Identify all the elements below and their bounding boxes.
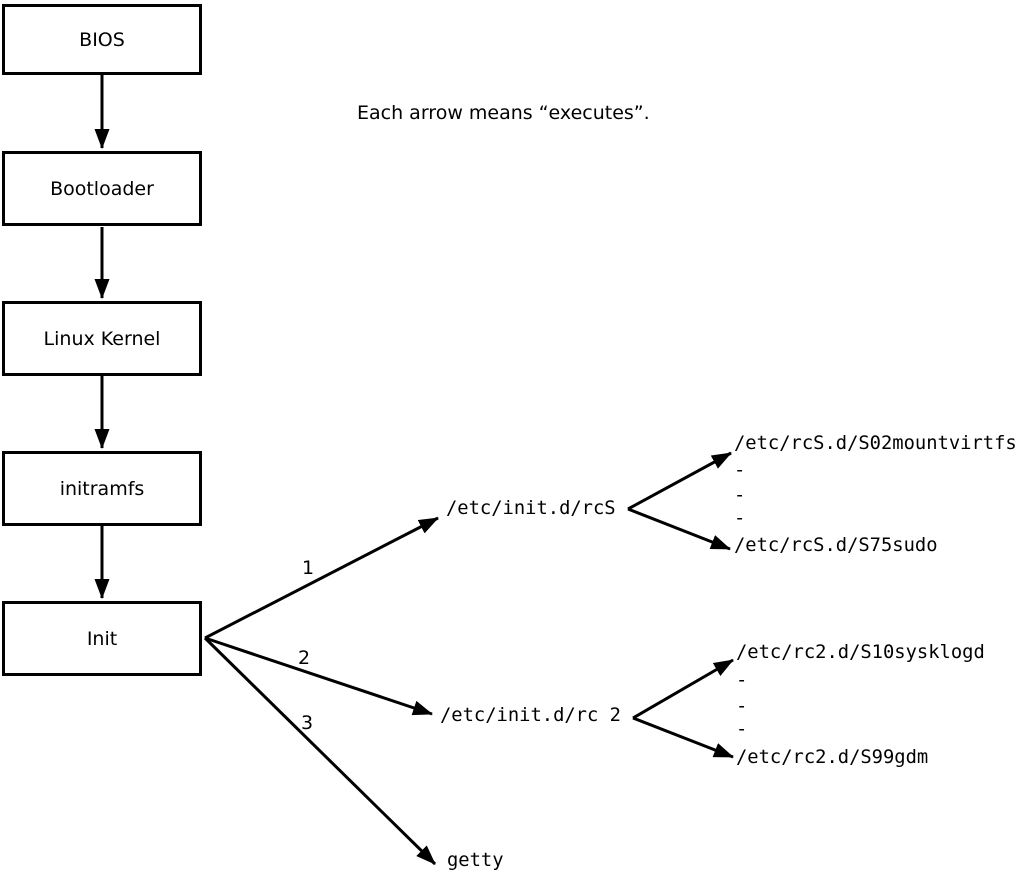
arrow-rcS-to-s75sudo bbox=[627, 507, 731, 551]
node-bootloader: Bootloader bbox=[2, 151, 202, 226]
rc2-ellipsis-dash: - bbox=[736, 719, 748, 740]
arrow-init-to-rc2 bbox=[204, 636, 433, 716]
node-initramfs: initramfs bbox=[2, 451, 202, 526]
branch-2-number: 2 bbox=[298, 647, 311, 669]
node-rc2-last-script: /etc/rc2.d/S99gdm bbox=[736, 747, 929, 768]
node-bootloader-label: Bootloader bbox=[50, 177, 154, 200]
rcS-ellipsis-dash: - bbox=[734, 460, 746, 481]
arrow-rcS-to-s02mountvirtfs bbox=[627, 451, 732, 511]
node-rcS: /etc/init.d/rcS bbox=[446, 498, 616, 519]
rc2-ellipsis-dash: - bbox=[736, 670, 748, 691]
node-initramfs-label: initramfs bbox=[59, 477, 145, 500]
node-linux-kernel: Linux Kernel bbox=[2, 301, 202, 376]
node-init: Init bbox=[2, 601, 202, 676]
rcS-ellipsis-dash: - bbox=[734, 485, 746, 506]
rcS-ellipsis-dash: - bbox=[734, 508, 746, 529]
arrow-rc2-to-s99gdm bbox=[632, 716, 734, 759]
arrow-rc2-to-s10sysklogd bbox=[632, 658, 734, 720]
node-rc2: /etc/init.d/rc 2 bbox=[440, 705, 621, 726]
branch-1-number: 1 bbox=[302, 557, 315, 579]
node-rc2-first-script: /etc/rc2.d/S10sysklogd bbox=[736, 642, 985, 663]
node-rcS-first-script: /etc/rcS.d/S02mountvirtfs bbox=[734, 433, 1017, 454]
rc2-ellipsis-dash: - bbox=[736, 696, 748, 717]
node-rcS-last-script: /etc/rcS.d/S75sudo bbox=[734, 535, 938, 556]
node-init-label: Init bbox=[86, 627, 118, 650]
arrow-init-to-getty bbox=[203, 636, 437, 866]
node-linux-kernel-label: Linux Kernel bbox=[43, 327, 161, 350]
diagram-caption: Each arrow means “executes”. bbox=[357, 102, 650, 124]
branch-3-number: 3 bbox=[301, 712, 314, 734]
node-bios: BIOS bbox=[2, 4, 202, 75]
arrow-init-to-rcS bbox=[204, 516, 439, 640]
node-bios-label: BIOS bbox=[79, 28, 125, 51]
node-getty: getty bbox=[447, 850, 504, 871]
